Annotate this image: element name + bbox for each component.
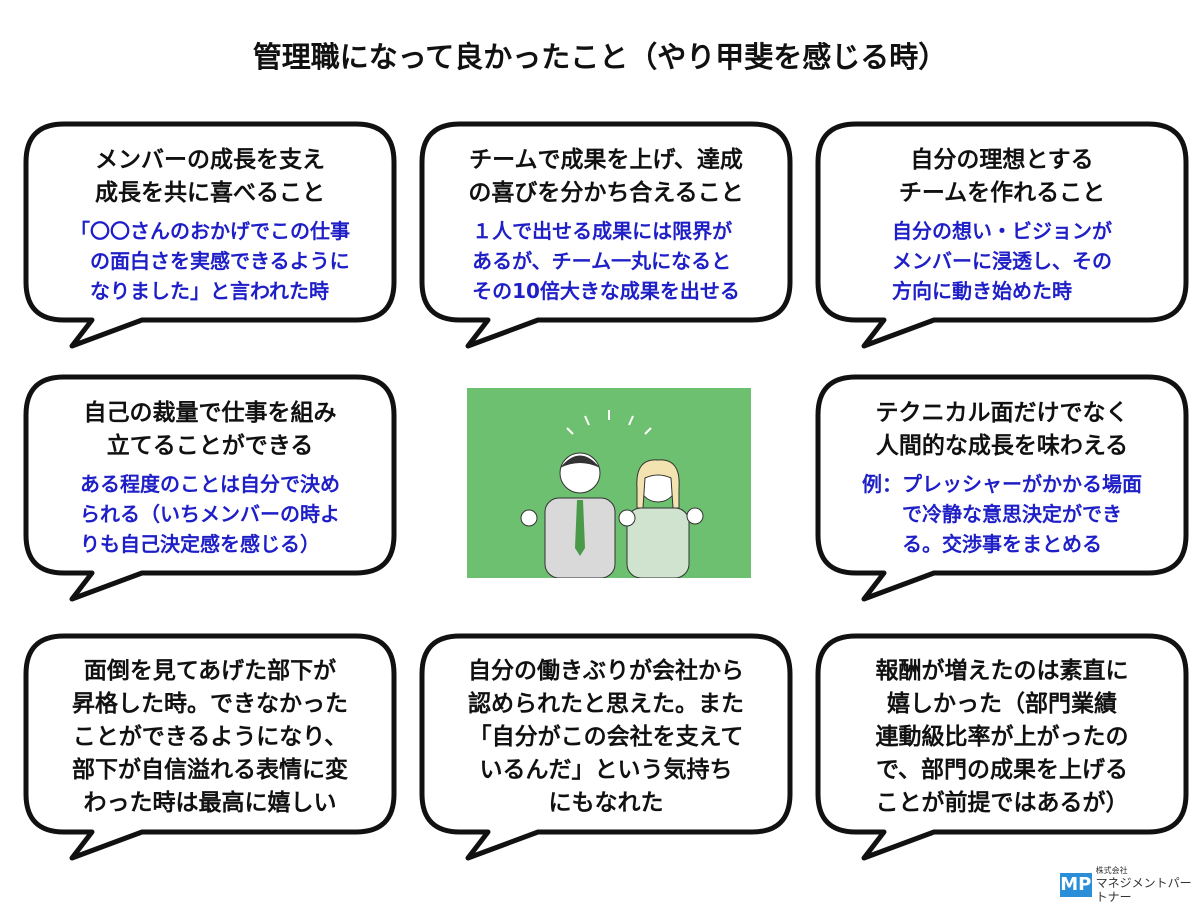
bubble-example-line: られる（いちメンバーの時よ: [80, 502, 340, 526]
bubble-example: 例：プレッシャーがかかる場面 で冷静な意思決定ができ る。交渉事をまとめる: [862, 469, 1142, 559]
bubble-example: ある程度のことは自分で決められる（いちメンバーの時よりも自己決定感を感じる）: [80, 469, 340, 559]
bubble-example-line: ある程度のことは自分で決め: [80, 472, 340, 496]
bubble-example-line: 「〇〇さんのおかげでこの仕事: [70, 219, 350, 243]
speech-bubble: 自分の理想とするチームを作れること自分の想い・ビジョンがメンバーに浸透し、その方…: [814, 120, 1190, 352]
bubble-example-line: 例：プレッシャーがかかる場面: [862, 472, 1142, 496]
bubble-heading-line: メンバーの成長を支え: [95, 147, 325, 173]
bubble-example-line: の面白さを実感できるように: [70, 249, 350, 273]
bubble-example: １人で出せる成果には限界があるが、チーム一丸になるとその10倍大きな成果を出せる: [472, 216, 740, 306]
bubble-heading-line: 嬉しかった（部門業績: [887, 690, 1117, 717]
bubble-heading-line: 認められたと思えた。また: [468, 690, 744, 717]
bubble-heading-line: ことができるようになり、: [72, 723, 348, 750]
speech-bubble: メンバーの成長を支え成長を共に喜べること「〇〇さんのおかげでこの仕事 の面白さを…: [22, 120, 398, 352]
bubble-heading-line: にもなれた: [548, 789, 664, 816]
bubble-heading-line: 自己の裁量で仕事を組み: [83, 400, 337, 426]
bubble-heading-line: 自分の働きぶりが会社から: [468, 657, 744, 684]
bubble-example-line: １人で出せる成果には限界が: [472, 219, 733, 243]
speech-bubble: 報酬が増えたのは素直に嬉しかった（部門業績連動級比率が上がったので、部門の成果を…: [814, 632, 1190, 864]
speech-bubble: 自己の裁量で仕事を組み立てることができるある程度のことは自分で決められる（いちメ…: [22, 373, 398, 605]
bubble-example-line: その10倍大きな成果を出せる: [472, 279, 740, 303]
company-logo: MP 株式会社マネジメントパートナー: [1060, 866, 1200, 904]
bubble-heading-line: 部下が自信溢れる表情に変: [72, 756, 348, 783]
bubble-heading-line: 面倒を見てあげた部下が: [83, 657, 337, 684]
bubble-heading-line: チームを作れること: [898, 180, 1106, 206]
bubble-example-line: りも自己決定感を感じる）: [80, 532, 320, 556]
bubble-heading-line: の喜びを分かち合えること: [468, 180, 744, 206]
bubble-example: 「〇〇さんのおかげでこの仕事 の面白さを実感できるように なりました」と言われた…: [70, 216, 350, 306]
bubble-heading-line: 成長を共に喜べること: [95, 180, 325, 206]
bubble-heading-line: 連動級比率が上がったの: [875, 723, 1129, 750]
bubble-heading-line: ことが前提ではあるが）: [875, 789, 1129, 816]
page-title: 管理職になって良かったこと（やり甲斐を感じる時）: [252, 40, 948, 74]
bubble-example-line: る。交渉事をまとめる: [862, 532, 1102, 556]
bubble-heading-line: 立てることができる: [106, 433, 314, 459]
celebrating-team-illustration: [467, 388, 751, 579]
bubble-example-line: なりました」と言われた時: [70, 279, 329, 303]
bubble-example-line: メンバーに浸透し、その: [892, 249, 1112, 273]
speech-bubble: テクニカル面だけでなく人間的な成長を味わえる例：プレッシャーがかかる場面 で冷静…: [814, 373, 1190, 605]
bubble-example-line: 方向に動き始めた時: [892, 279, 1072, 303]
logo-mark: MP: [1060, 873, 1092, 897]
bubble-example-line: で冷静な意思決定ができ: [862, 502, 1122, 526]
bubble-heading-line: 昇格した時。できなかった: [72, 690, 348, 717]
speech-bubble: 自分の働きぶりが会社から認められたと思えた。また「自分がこの会社を支えているんだ…: [418, 632, 794, 864]
bubble-heading-line: わった時は最高に嬉しい: [83, 789, 337, 816]
speech-bubble: チームで成果を上げ、達成の喜びを分かち合えること １人で出せる成果には限界があるが…: [418, 120, 794, 352]
bubble-example-line: 自分の想い・ビジョンが: [892, 219, 1112, 243]
bubble-heading-line: 自分の理想とする: [910, 147, 1094, 173]
bubble-example: 自分の想い・ビジョンがメンバーに浸透し、その方向に動き始めた時: [892, 216, 1112, 306]
bubble-heading-line: 人間的な成長を味わえる: [875, 433, 1129, 459]
logo-company-type: 株式会社: [1095, 866, 1128, 875]
bubble-heading-line: で、部門の成果を上げる: [875, 756, 1129, 783]
bubble-heading-line: チームで成果を上げ、達成: [469, 147, 743, 173]
bubble-example-line: あるが、チーム一丸になると: [472, 249, 732, 273]
bubble-heading-line: テクニカル面だけでなく: [875, 400, 1129, 426]
bubble-heading-line: 「自分がこの会社を支えて: [468, 723, 744, 750]
speech-bubble: 面倒を見てあげた部下が昇格した時。できなかったことができるようになり、部下が自信…: [22, 632, 398, 864]
bubble-heading-line: いるんだ」という気持ち: [479, 756, 733, 783]
bubble-heading-line: 報酬が増えたのは素直に: [875, 657, 1129, 684]
